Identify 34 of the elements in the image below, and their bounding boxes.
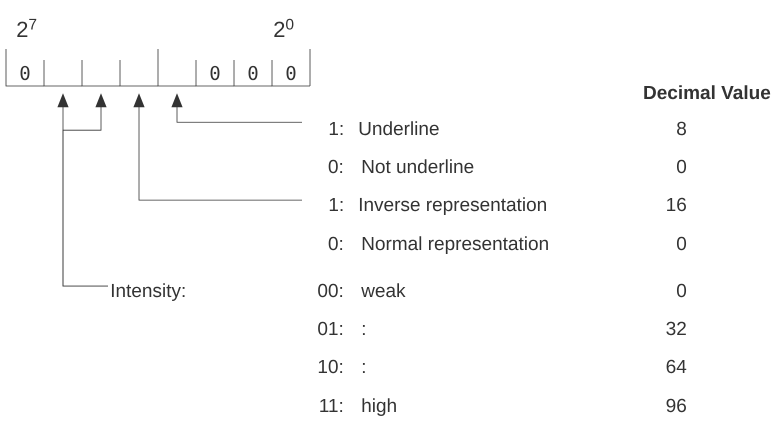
- bit-cell: [120, 60, 158, 86]
- option-label: 1: Underline: [330, 121, 439, 136]
- bit-weight: 2$^{0}$: [274, 18, 294, 37]
- bit-code: 00:: [318, 284, 342, 298]
- bit-code: 0:: [328, 236, 342, 250]
- option-text: :: [362, 362, 365, 373]
- field-label: Intensity:: [112, 283, 184, 301]
- decimal-value: 96: [666, 398, 686, 412]
- column-heading: Decimal Value: [644, 85, 770, 100]
- option-label: 1: Inverse representation: [330, 197, 546, 215]
- option-text: Normal representation: [362, 236, 548, 254]
- bit-cell: [44, 60, 82, 86]
- option-text: weak: [361, 283, 406, 298]
- option-text: high: [362, 398, 396, 416]
- bit-weight: 2$^{7}$: [17, 18, 36, 37]
- bit-code: 10:: [318, 360, 342, 374]
- option-text: :: [362, 324, 365, 335]
- bit-cell: 0: [272, 48, 310, 86]
- decimal-value: 64: [666, 360, 686, 374]
- bit-code: 01:: [318, 322, 342, 336]
- bit-cell: 0: [6, 48, 44, 86]
- bit-code: 11:: [320, 398, 342, 412]
- bit-cell: 0: [196, 60, 234, 86]
- bit-cell: [158, 48, 196, 86]
- decimal-value: 0: [676, 236, 686, 250]
- decimal-value: 8: [677, 122, 686, 136]
- decimal-value: 16: [667, 198, 686, 212]
- decimal-value: 32: [666, 322, 686, 336]
- decimal-value: 0: [676, 284, 686, 298]
- bit-cell: 0: [234, 60, 272, 86]
- decimal-value: 0: [676, 160, 686, 174]
- bit-code: 0:: [328, 160, 342, 174]
- option-text: Not underline: [362, 159, 474, 174]
- bit-cell: [82, 60, 120, 86]
